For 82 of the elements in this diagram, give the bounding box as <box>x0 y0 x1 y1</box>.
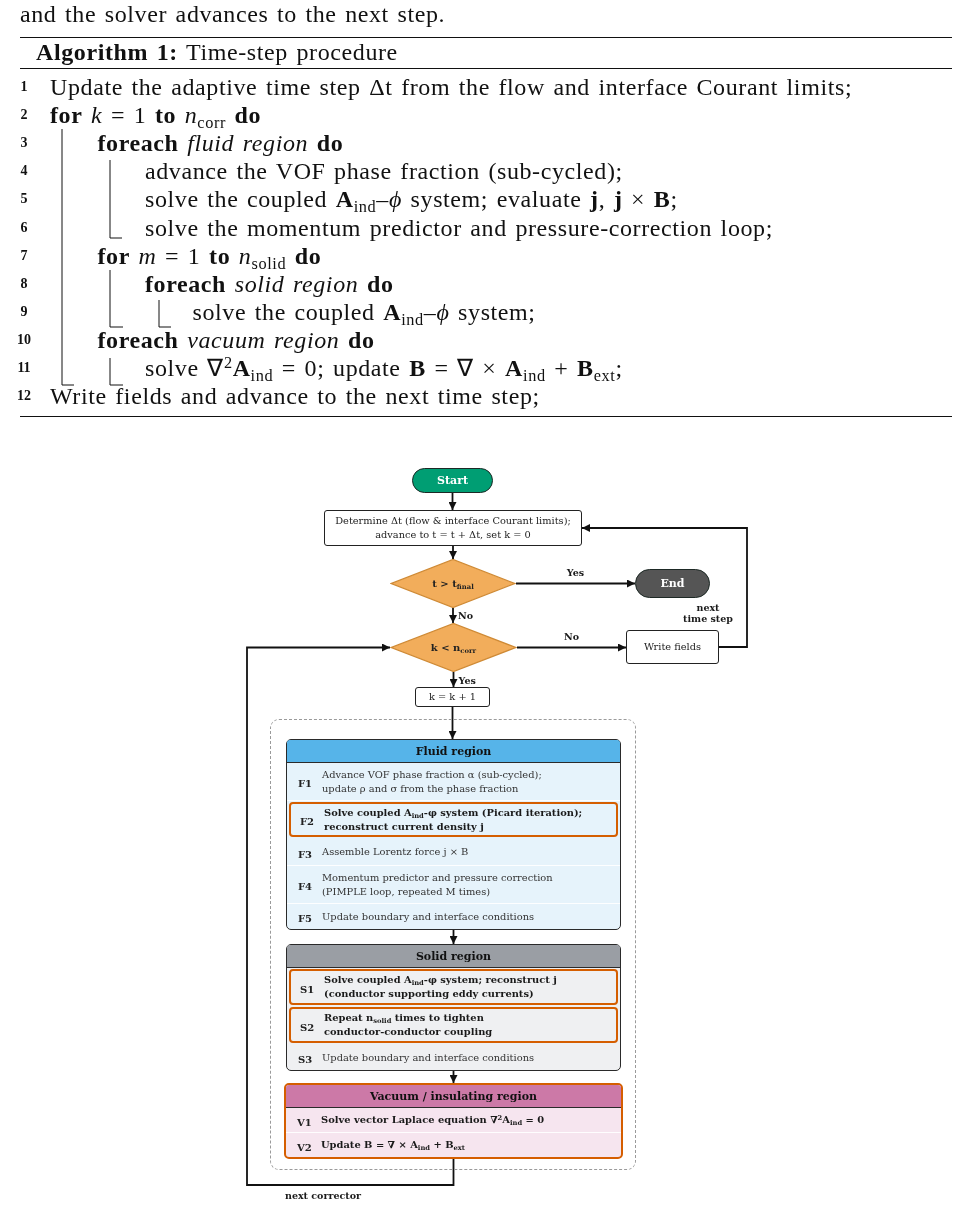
flow-arrow <box>448 492 457 511</box>
line-number: 9 <box>20 302 28 321</box>
line-number: 1 <box>20 78 28 96</box>
flow-arrow <box>449 1070 458 1084</box>
algorithm-line: advance the VOF phase fraction (sub-cycled); <box>145 157 623 186</box>
region-panel <box>284 1083 623 1159</box>
panel-header: Solid region <box>287 945 620 968</box>
step-number: F5 <box>298 913 313 924</box>
process-box: Write fields <box>626 630 719 664</box>
flow-arrow <box>449 607 457 624</box>
line-number: 4 <box>20 162 28 181</box>
line-number: 10 <box>17 330 31 349</box>
decision-label: t > t$_{final}$ <box>432 578 474 589</box>
algorithm-line: foreach solid region do <box>145 269 394 298</box>
step-text: Solve coupled A$_{ind}$-φ system (Picard iteration); reconstruct current density j <box>324 805 584 834</box>
algorithm-line: solve the coupled A$_{ind}$–ϕ system; <box>192 297 536 326</box>
step-text: Advance VOF phase fraction α (sub-cycled); update ρ and σ from the phase fraction <box>322 767 543 796</box>
step-number: S2 <box>300 1021 315 1033</box>
flow-arrow <box>449 671 458 688</box>
algorithm-line: foreach vacuum region do <box>97 325 375 354</box>
algorithm-line: solve ∇$^{2}$A$_{ind}$ = 0; update B = ∇ × A$_{ind}$ + B$_{ext}$; <box>145 354 623 382</box>
decision-diamond <box>390 559 516 608</box>
dashed-group-frame <box>270 719 636 1170</box>
edge-label: next time step <box>683 603 733 625</box>
step-number: F3 <box>298 848 313 860</box>
algorithm-line: for k = 1 to n$_{corr}$ do <box>50 101 262 130</box>
process-box: k = k + 1 <box>415 687 490 707</box>
step-text: Assemble Lorentz force j × B <box>322 845 469 859</box>
step-number: V2 <box>297 1141 312 1153</box>
step-number: S3 <box>298 1054 313 1065</box>
step-text: Update boundary and interface conditions <box>322 909 535 924</box>
algorithm-line: for m = 1 to n$_{solid}$ do <box>97 241 322 270</box>
edge-label: No <box>564 631 579 642</box>
edge-label: Yes <box>566 567 585 578</box>
flow-arrow <box>449 545 457 560</box>
line-number: 3 <box>20 134 28 153</box>
line-number: 2 <box>20 106 28 125</box>
step-number: F4 <box>298 881 313 892</box>
edge-label: Yes <box>458 675 476 687</box>
region-panel <box>286 944 621 1071</box>
flow-arrow <box>581 524 748 648</box>
flow-arrow <box>516 643 627 652</box>
algorithm-line: foreach fluid region do <box>97 129 344 158</box>
line-number: 8 <box>20 274 28 293</box>
step-text: Momentum predictor and pressure correction (PIMPLE loop, repeated M times) <box>322 870 554 899</box>
intro-text: and the solver advances to the next step. <box>20 0 446 28</box>
process-box: Determine Δt (flow & interface Courant limits); advance to t = t + Δt, set k = 0 <box>324 510 582 546</box>
region-panel <box>286 739 621 930</box>
step-number: F2 <box>300 816 315 827</box>
edge-label: No <box>458 610 474 622</box>
line-number: 5 <box>20 190 28 209</box>
flow-arrow <box>246 643 455 1186</box>
line-number: 6 <box>20 218 28 237</box>
flow-arrow <box>515 579 636 588</box>
edge-label: next corrector <box>285 1190 361 1202</box>
step-row <box>289 1007 618 1043</box>
panel-header: Vacuum / insulating region <box>286 1085 621 1108</box>
flow-arrow <box>448 706 457 740</box>
start-terminal: Start <box>412 468 493 493</box>
algorithm-line: Write fields and advance to the next time step; <box>50 382 540 411</box>
step-text: Repeat n$_{solid}$ times to tighten conductor-conductor coupling <box>324 1011 494 1039</box>
flow-arrow <box>449 929 458 945</box>
panel-header: Fluid region <box>287 740 620 763</box>
step-number: V1 <box>297 1116 312 1128</box>
step-text: Solve vector Laplace equation ∇$^{2}$A$_{ind}$ = 0 <box>321 1113 545 1127</box>
step-row <box>289 969 618 1005</box>
line-number: 12 <box>17 387 31 406</box>
step-row <box>289 802 618 837</box>
algorithm-caption: Algorithm 1: Time-step procedure <box>36 38 398 66</box>
step-text: Update boundary and interface conditions <box>322 1050 535 1065</box>
algorithm-line: solve the coupled A$_{ind}$–ϕ system; evaluate j, j × B; <box>145 185 678 214</box>
decision-diamond <box>390 623 517 672</box>
decision-label: k < n$_{corr}$ <box>430 642 477 653</box>
step-number: F1 <box>298 778 313 789</box>
step-text: Solve coupled A$_{ind}$-φ system; reconstruct j (conductor supporting eddy currents) <box>324 973 558 1001</box>
line-number: 11 <box>17 359 31 377</box>
algorithm-line: solve the momentum predictor and pressure-correction loop; <box>145 213 773 242</box>
line-number: 7 <box>20 246 28 265</box>
step-number: S1 <box>300 983 315 995</box>
end-terminal: End <box>635 569 710 598</box>
algorithm-line: Update the adaptive time step Δt from the flow and interface Courant limits; <box>50 73 853 101</box>
step-text: Update B = ∇ × A$_{ind}$ + B$_{ext}$ <box>321 1138 465 1152</box>
